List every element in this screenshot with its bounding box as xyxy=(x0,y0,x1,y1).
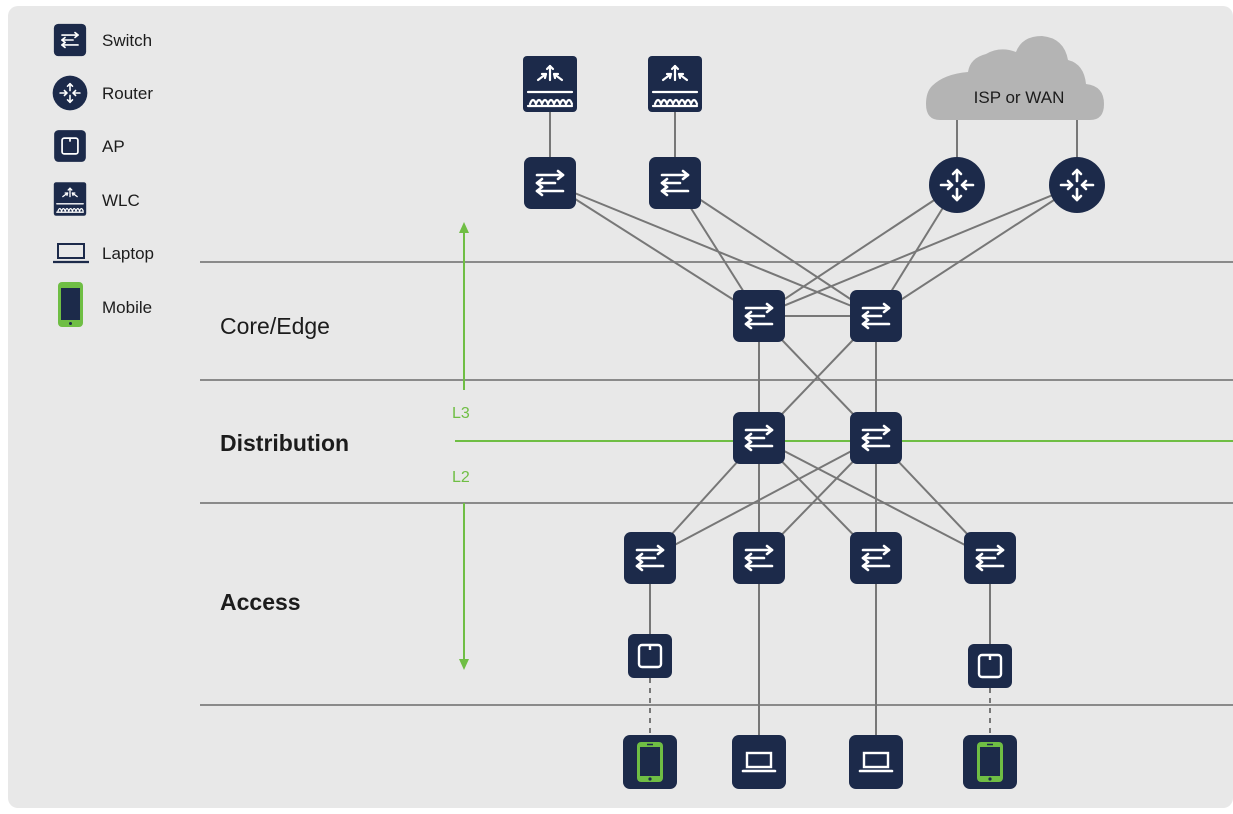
laptop-icon xyxy=(847,733,905,791)
legend: Switch Router AP WLC Laptop xyxy=(51,23,154,327)
switch-icon xyxy=(647,155,703,211)
legend-label-router: Router xyxy=(102,84,153,103)
distribution-switch-icon xyxy=(848,410,904,466)
l3-l2-boundary: L3 L2 xyxy=(452,222,1233,670)
mobile-icon xyxy=(962,734,1018,790)
wlc-icon xyxy=(646,54,704,114)
layer-label-distribution: Distribution xyxy=(220,430,349,456)
distribution-switch-icon xyxy=(731,410,787,466)
access-point-icon xyxy=(53,129,87,163)
devices xyxy=(521,54,1107,791)
wlc-icon xyxy=(53,181,87,217)
l3-label: L3 xyxy=(452,405,470,422)
legend-item-laptop: Laptop xyxy=(53,243,154,264)
diagram-panel xyxy=(8,6,1233,808)
l2-label: L2 xyxy=(452,469,470,486)
legend-item-switch: Switch xyxy=(53,23,152,57)
layer-labels: Core/Edge Distribution Access xyxy=(220,313,349,615)
laptop-icon xyxy=(730,733,788,791)
legend-item-router: Router xyxy=(51,74,153,112)
l2-arrow-head xyxy=(459,659,469,670)
access-switch-icon xyxy=(848,530,904,586)
legend-item-wlc: WLC xyxy=(53,181,140,217)
legend-label-ap: AP xyxy=(102,137,125,156)
mobile-icon xyxy=(58,282,83,327)
cloud-icon: ISP or WAN xyxy=(926,36,1104,120)
router-icon xyxy=(1047,155,1107,215)
legend-label-laptop: Laptop xyxy=(102,244,154,263)
access-point-icon xyxy=(966,642,1014,690)
layer-label-core-edge: Core/Edge xyxy=(220,313,330,339)
cloud-label: ISP or WAN xyxy=(974,88,1065,107)
legend-label-switch: Switch xyxy=(102,31,152,50)
router-icon xyxy=(51,74,89,112)
legend-label-mobile: Mobile xyxy=(102,298,152,317)
laptop-outline-icon xyxy=(53,243,89,264)
layer-separators xyxy=(200,261,1233,706)
access-switch-icon xyxy=(962,530,1018,586)
l3-arrow-head xyxy=(459,222,469,233)
core-switch-icon xyxy=(731,288,787,344)
access-point-icon xyxy=(626,632,674,680)
legend-label-wlc: WLC xyxy=(102,191,140,210)
switch-icon xyxy=(522,155,578,211)
layer-label-access: Access xyxy=(220,589,301,615)
legend-item-mobile: Mobile xyxy=(58,282,152,327)
legend-item-ap: AP xyxy=(53,129,125,163)
router-icon xyxy=(927,155,987,215)
access-switch-icon xyxy=(622,530,678,586)
wlc-icon xyxy=(521,54,579,114)
mobile-icon xyxy=(622,734,678,790)
access-switch-icon xyxy=(731,530,787,586)
core-switch-icon xyxy=(848,288,904,344)
switch-icon xyxy=(53,23,87,57)
